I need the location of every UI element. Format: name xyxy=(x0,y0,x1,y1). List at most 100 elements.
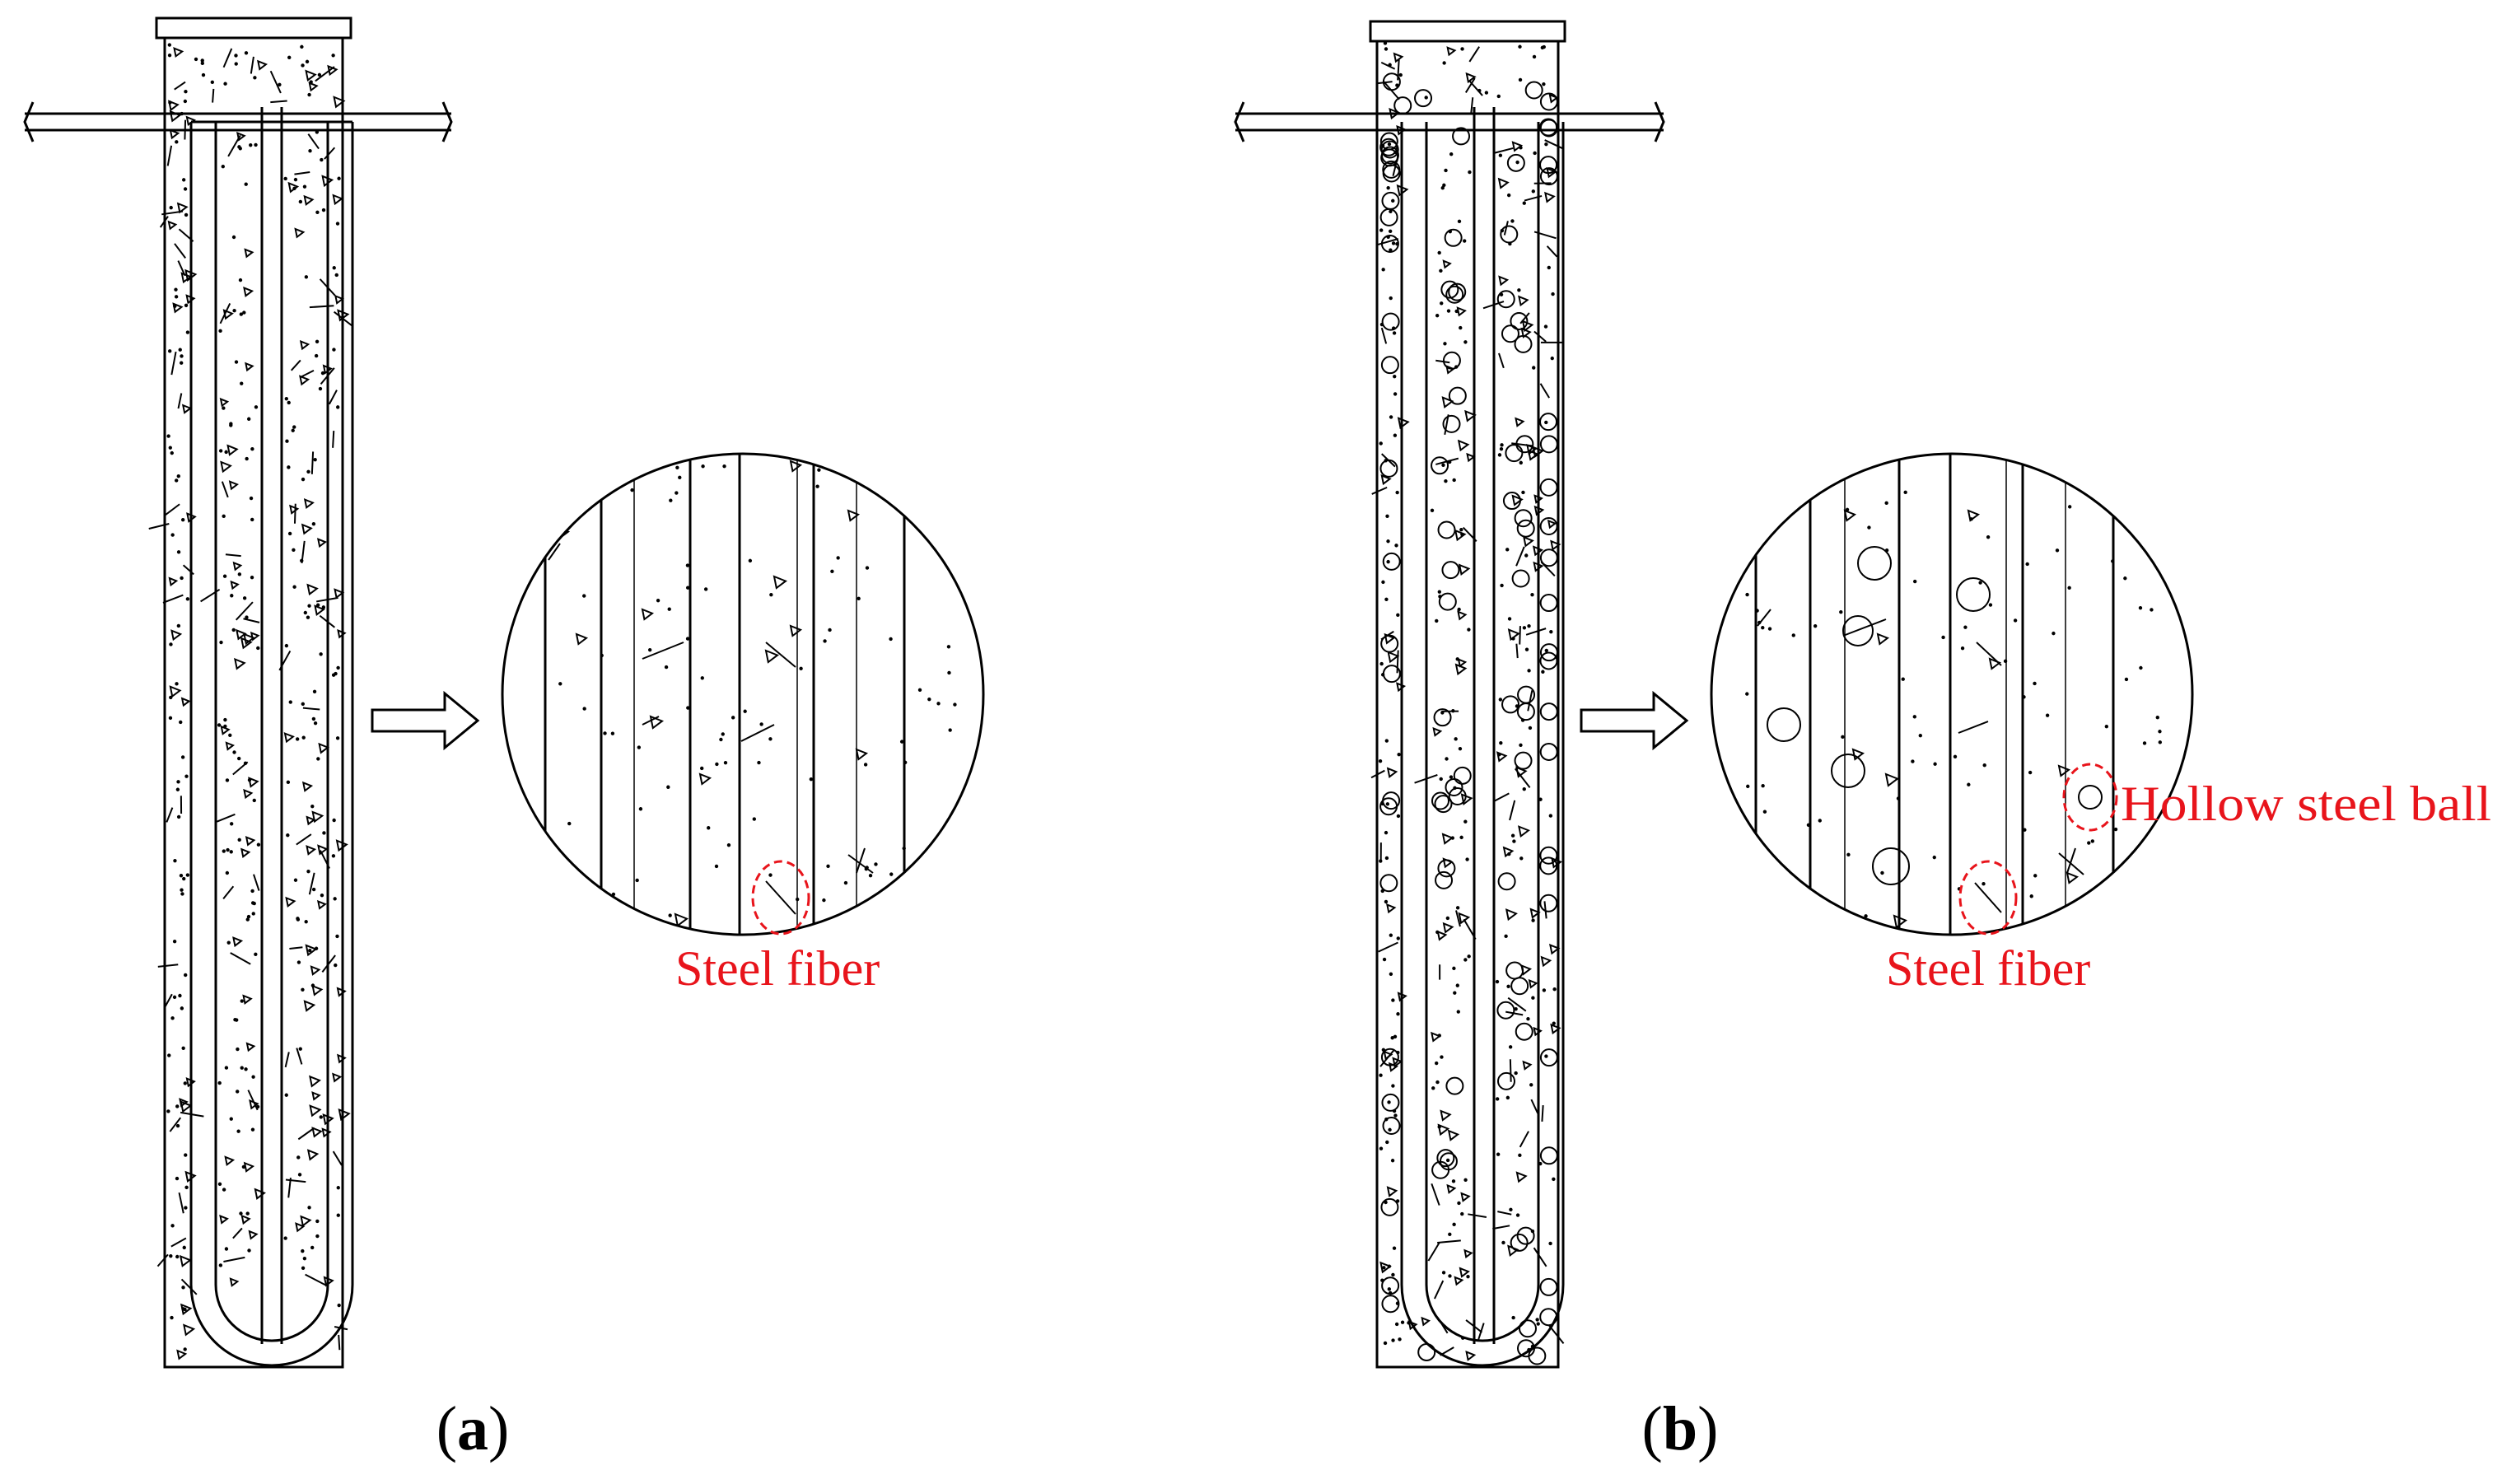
sand-dot xyxy=(1495,979,1500,984)
aggregate-mark xyxy=(1386,1186,1398,1197)
sand-dot xyxy=(1884,501,1888,506)
hollow-steel-ball-mark xyxy=(1514,751,1533,770)
sand-dot xyxy=(1519,856,1524,861)
sand-dot xyxy=(332,818,336,823)
sand-dot xyxy=(320,157,324,162)
sand-dot xyxy=(1527,623,1531,628)
aggregate-mark xyxy=(243,1161,255,1173)
aggregate-mark xyxy=(1532,446,1544,459)
aggregate-mark xyxy=(333,96,346,109)
sand-dot xyxy=(1552,987,1557,992)
sand-dot xyxy=(285,439,289,443)
sand-dot xyxy=(321,605,326,609)
sand-dot xyxy=(1378,759,1383,763)
sand-dot xyxy=(167,1053,171,1057)
sand-dot xyxy=(313,721,318,726)
aggregate-mark xyxy=(306,1149,320,1161)
sand-dot xyxy=(1845,507,1850,512)
sand-dot xyxy=(1901,677,1905,681)
sand-dot xyxy=(1393,392,1398,396)
steel-fiber-mark xyxy=(166,807,174,823)
hollow-steel-ball-mark xyxy=(1445,1076,1464,1095)
hollow-steel-ball-mark xyxy=(1500,225,1519,244)
hollow-steel-ball-mark xyxy=(1437,520,1456,539)
steel-fiber-mark xyxy=(1541,1105,1544,1122)
steel-fiber-mark xyxy=(1380,61,1396,70)
hollow-steel-ball-mark xyxy=(1436,1149,1455,1168)
aggregate-mark xyxy=(1532,545,1543,557)
steel-fiber-mark xyxy=(847,854,874,874)
steel-fiber-mark xyxy=(223,1256,245,1262)
sand-dot xyxy=(316,757,320,761)
sand-dot xyxy=(170,533,175,537)
magnified-view-a: Steel fiber xyxy=(501,452,985,996)
hollow-steel-ball-mark xyxy=(1437,859,1456,878)
aggregate-mark xyxy=(179,1254,192,1267)
sand-dot xyxy=(1532,366,1536,370)
sand-dot xyxy=(1903,490,1907,495)
aggregate-mark xyxy=(649,715,665,730)
hollow-steel-ball-mark xyxy=(1393,96,1412,115)
steel-fiber-mark xyxy=(2066,847,2076,874)
sand-dot xyxy=(167,43,172,47)
sand-dot xyxy=(1448,1274,1452,1278)
sand-dot xyxy=(2090,839,2095,843)
hollow-steel-ball-mark xyxy=(1380,1197,1399,1216)
sand-dot xyxy=(1398,1337,1402,1342)
sand-dot xyxy=(1445,1158,1450,1163)
magnifier-circle-a xyxy=(501,452,985,936)
aggregate-mark xyxy=(287,181,300,194)
hollow-steel-ball-mark xyxy=(1539,856,1558,875)
sand-dot xyxy=(175,1176,180,1181)
sand-dot xyxy=(1982,763,1986,768)
sand-dot xyxy=(1424,96,1428,100)
sand-dot xyxy=(240,999,244,1003)
sand-dot xyxy=(1394,544,1398,548)
aggregate-mark xyxy=(308,82,319,92)
sand-dot xyxy=(1392,1246,1397,1250)
sand-dot xyxy=(1448,1232,1452,1237)
aggregate-mark xyxy=(1441,833,1454,845)
sand-dot xyxy=(331,54,335,58)
aggregate-mark xyxy=(789,460,803,473)
sand-dot xyxy=(865,566,870,570)
hollow-steel-ball-mark xyxy=(1539,894,1558,912)
sand-dot xyxy=(1384,597,1389,601)
sand-dot xyxy=(337,176,341,180)
sand-dot xyxy=(292,425,296,429)
sand-dot xyxy=(1846,852,1851,857)
sand-dot xyxy=(2003,659,2008,664)
sand-dot xyxy=(2045,713,2050,717)
sand-dot xyxy=(2104,725,2109,729)
sand-dot xyxy=(184,774,189,778)
aggregate-mark xyxy=(1447,1129,1460,1141)
sand-dot xyxy=(184,1153,188,1157)
sand-dot xyxy=(600,653,604,658)
aggregate-mark xyxy=(1464,409,1477,422)
sand-dot xyxy=(1953,754,1958,759)
sand-dot xyxy=(1397,752,1401,757)
sand-dot xyxy=(180,111,184,116)
sand-dot xyxy=(247,777,252,782)
aggregate-mark xyxy=(283,732,295,744)
sand-dot xyxy=(246,914,251,919)
sand-dot xyxy=(183,187,188,191)
sand-dot xyxy=(1517,288,1521,292)
steel-fiber-mark xyxy=(324,147,336,160)
sand-dot xyxy=(863,763,868,767)
sand-dot xyxy=(1551,292,1555,296)
sand-dot xyxy=(297,1173,302,1177)
sand-dot xyxy=(1385,514,1389,518)
sand-dot xyxy=(182,876,186,881)
sand-dot xyxy=(948,728,952,732)
sand-dot xyxy=(1978,581,1982,585)
sand-dot xyxy=(1499,446,1504,451)
sand-dot xyxy=(1388,229,1393,234)
aggregate-mark xyxy=(1459,1267,1470,1278)
sand-dot xyxy=(1499,292,1504,296)
aggregate-mark xyxy=(184,1170,197,1183)
aggregate-mark xyxy=(1548,93,1559,104)
aggregate-mark xyxy=(242,994,253,1005)
hollow-steel-ball-mark xyxy=(1528,1346,1547,1365)
